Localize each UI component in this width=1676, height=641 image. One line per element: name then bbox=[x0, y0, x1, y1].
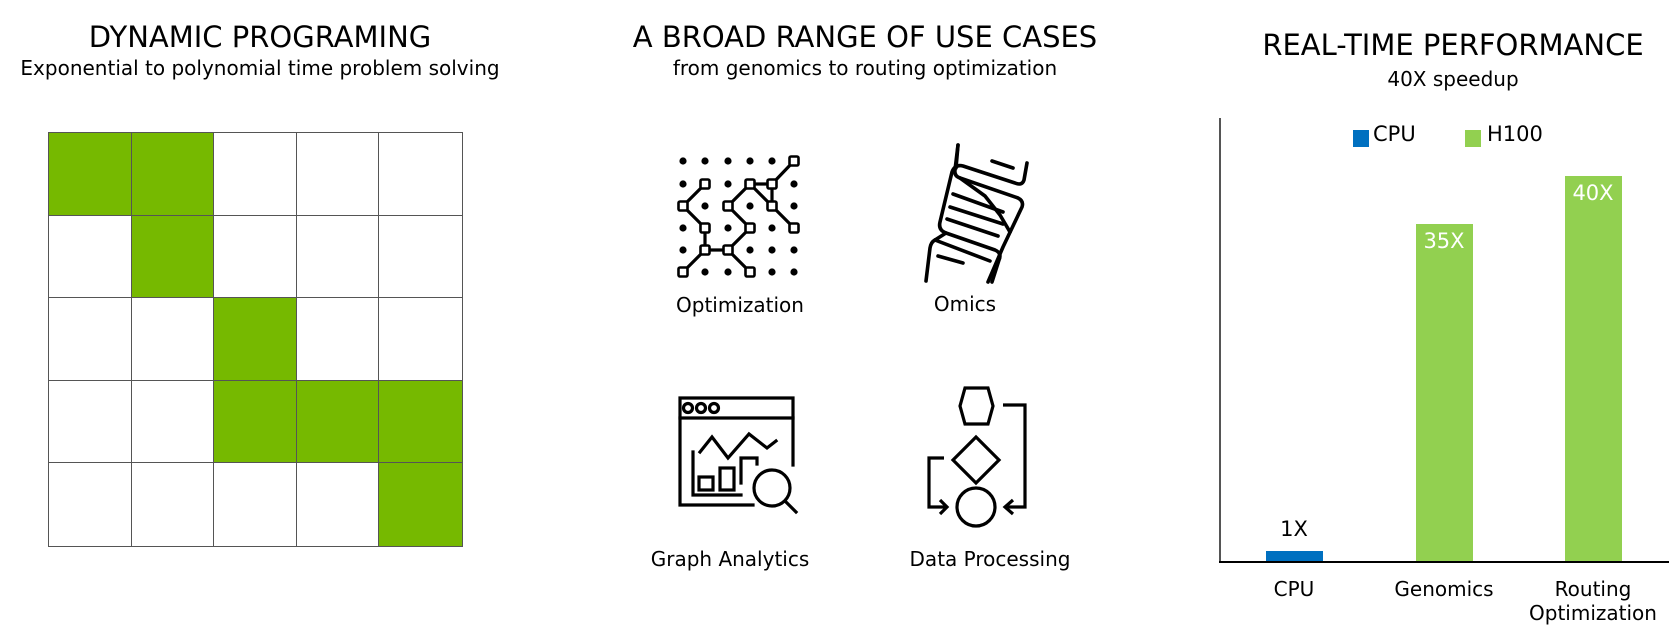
grid-cell bbox=[379, 133, 462, 216]
grid-cell bbox=[131, 380, 215, 464]
use-cases-title: A BROAD RANGE OF USE CASES bbox=[632, 20, 1098, 54]
grid-cell bbox=[131, 133, 215, 216]
grid-cell bbox=[379, 298, 462, 381]
chart-magnifier-icon bbox=[678, 396, 799, 515]
grid-cell bbox=[49, 380, 132, 464]
data-label-genomics: 35X bbox=[1423, 228, 1465, 253]
dp-title: DYNAMIC PROGRAMING bbox=[88, 20, 432, 54]
legend-swatch-h100 bbox=[1465, 130, 1481, 147]
x-tick-routing-line-2: Optimization bbox=[1529, 601, 1657, 625]
flowchart-icon bbox=[927, 386, 1027, 528]
network-graph-icon bbox=[677, 155, 800, 278]
grid-cell bbox=[131, 215, 215, 299]
use-case-label-omics: Omics bbox=[933, 292, 997, 316]
grid-cell bbox=[296, 298, 380, 381]
bar-routing-optimization bbox=[1564, 175, 1622, 561]
data-label-cpu: 1X bbox=[1280, 517, 1308, 542]
x-tick-cpu: CPU bbox=[1234, 577, 1354, 601]
bar-cpu bbox=[1265, 551, 1323, 561]
grid-cell bbox=[214, 133, 297, 216]
x-axis bbox=[1219, 561, 1669, 563]
grid-cell bbox=[379, 215, 462, 299]
grid-cell bbox=[379, 380, 462, 464]
grid-cell bbox=[296, 463, 380, 546]
x-tick-routing-line-1: Routing bbox=[1554, 577, 1632, 601]
performance-title: REAL-TIME PERFORMANCE bbox=[1262, 28, 1644, 62]
use-case-label-graph-analytics: Graph Analytics bbox=[650, 547, 810, 571]
x-tick-genomics-line: Genomics bbox=[1394, 577, 1494, 601]
grid-cell bbox=[49, 298, 132, 381]
x-tick-cpu-line: CPU bbox=[1273, 577, 1315, 601]
grid-cell bbox=[214, 380, 297, 464]
x-tick-routing-optimization: Routing Optimization bbox=[1523, 577, 1663, 625]
grid-cell bbox=[379, 463, 462, 546]
bar-genomics bbox=[1415, 223, 1473, 561]
legend-label-h100: H100 bbox=[1487, 122, 1543, 146]
grid-cell bbox=[49, 463, 132, 546]
data-label-routing-optimization: 40X bbox=[1572, 180, 1614, 205]
use-cases-subtitle: from genomics to routing optimization bbox=[672, 56, 1058, 80]
grid-cell bbox=[296, 215, 380, 299]
grid-cell bbox=[296, 380, 380, 464]
grid-cell bbox=[131, 463, 215, 546]
legend-swatch-cpu bbox=[1353, 130, 1369, 147]
grid-cell bbox=[131, 298, 215, 381]
x-tick-genomics: Genomics bbox=[1384, 577, 1504, 601]
grid-cell bbox=[49, 133, 132, 216]
use-case-label-optimization: Optimization bbox=[676, 293, 804, 317]
grid-cell bbox=[214, 463, 297, 546]
grid-cell bbox=[214, 298, 297, 381]
performance-subtitle: 40X speedup bbox=[1387, 67, 1519, 91]
grid-cell bbox=[214, 215, 297, 299]
use-case-label-data-processing: Data Processing bbox=[909, 547, 1071, 571]
grid-cell bbox=[49, 215, 132, 299]
grid-cell bbox=[296, 133, 380, 216]
dna-icon bbox=[924, 143, 1029, 284]
dp-subtitle: Exponential to polynomial time problem s… bbox=[20, 56, 500, 80]
legend-label-cpu: CPU bbox=[1373, 122, 1416, 146]
y-axis bbox=[1219, 118, 1221, 562]
dp-grid bbox=[48, 132, 463, 547]
